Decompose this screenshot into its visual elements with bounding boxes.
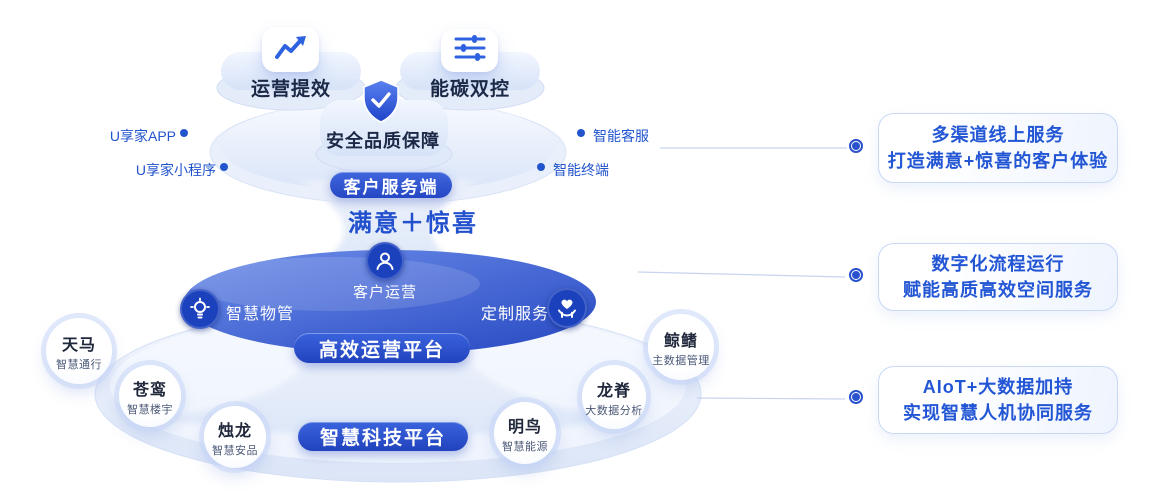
endpoint-dot	[220, 163, 228, 171]
sliders-icon	[453, 34, 487, 67]
line-chart-icon	[273, 32, 309, 67]
tier-pill-operation-platform: 高效运营平台	[294, 333, 470, 363]
pedestal-left	[216, 52, 366, 111]
product-desc: 智慧能源	[502, 440, 548, 453]
product-cangluan: 苍鸾 智慧楼宇	[119, 365, 181, 427]
endpoint-uhome-miniapp: U享家小程序	[135, 162, 216, 178]
product-name: 鲸鳍	[663, 332, 698, 350]
headline-satisfaction: 满意＋惊喜	[348, 210, 478, 237]
product-zhulong: 烛龙 智慧安品	[204, 406, 266, 468]
product-name: 苍鸾	[132, 381, 167, 399]
product-desc: 大数据分析	[585, 404, 643, 417]
shield-label: 安全品质保障	[326, 131, 440, 151]
product-desc: 智慧安品	[212, 444, 258, 457]
product-name: 龙脊	[596, 382, 631, 400]
callout-line1: 数字化流程运行	[931, 253, 1065, 274]
callout-line1: 多渠道线上服务	[931, 124, 1065, 145]
product-mingniao: 明鸟 智慧能源	[494, 402, 556, 464]
pedestal-shield	[315, 100, 453, 174]
shield-check-icon	[363, 79, 399, 123]
tier-pill-tech-platform: 智慧科技平台	[298, 422, 468, 451]
capability-label-operation: 运营提效	[250, 79, 331, 100]
callout-digital-process: 数字化流程运行 赋能高质高效空间服务	[878, 243, 1118, 311]
endpoint-dot	[537, 163, 545, 171]
callout-line2: 赋能高质高效空间服务	[903, 279, 1093, 300]
product-jingqi: 鲸鳍 主数据管理	[648, 314, 714, 380]
tier-pill-customer-service: 客户服务端	[330, 172, 452, 198]
callout-line1: AIoT+大数据加持	[922, 376, 1074, 397]
callout-line2: 实现智慧人机协同服务	[903, 402, 1093, 423]
endpoint-dot	[577, 129, 585, 137]
heart-hands-icon	[547, 288, 587, 328]
middle-left-label: 智慧物管	[226, 306, 295, 323]
product-desc: 主数据管理	[652, 354, 710, 367]
endpoint-dot	[180, 129, 188, 137]
callout-line2: 打造满意+惊喜的客户体验	[887, 150, 1109, 171]
callout-marker-icon	[849, 390, 863, 404]
endpoint-uhome-app: U享家APP	[109, 128, 176, 144]
product-tianma: 天马 智慧通行	[46, 318, 112, 384]
marker-dot	[852, 142, 860, 150]
endpoint-smart-service: 智能客服	[593, 128, 649, 144]
callout-customer-experience: 多渠道线上服务 打造满意+惊喜的客户体验	[878, 113, 1118, 183]
middle-right-label: 定制服务	[481, 306, 550, 323]
bulb-icon	[180, 289, 220, 329]
marker-dot	[852, 393, 860, 401]
callout-aiot: AIoT+大数据加持 实现智慧人机协同服务	[878, 366, 1118, 434]
product-longji: 龙脊 大数据分析	[582, 365, 646, 429]
operation-card	[262, 27, 319, 72]
product-name: 天马	[61, 336, 96, 354]
user-icon	[366, 242, 404, 280]
endpoint-smart-terminal: 智能终端	[553, 162, 609, 178]
capability-label-energy: 能碳双控	[429, 79, 510, 100]
middle-center-label: 客户运营	[352, 284, 417, 301]
product-name: 明鸟	[507, 418, 542, 436]
product-desc: 智慧通行	[56, 358, 102, 371]
callout-marker-icon	[849, 268, 863, 282]
marker-dot	[852, 271, 860, 279]
energy-card	[441, 29, 498, 72]
product-desc: 智慧楼宇	[127, 403, 173, 416]
product-name: 烛龙	[217, 422, 252, 440]
callout-marker-icon	[849, 139, 863, 153]
